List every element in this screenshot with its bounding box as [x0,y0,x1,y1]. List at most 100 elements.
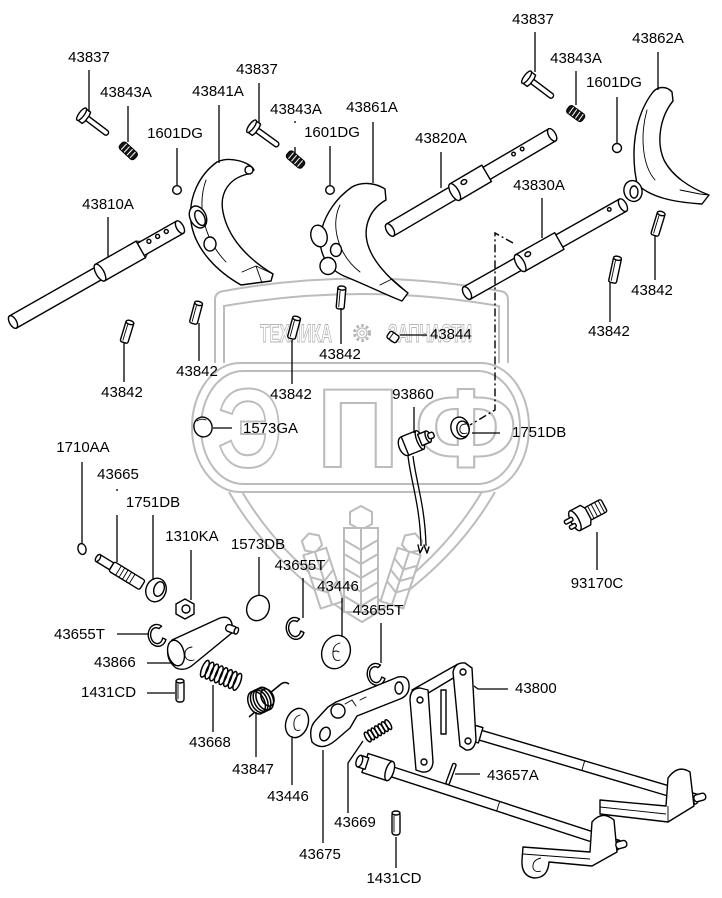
leader-lines [81,32,659,868]
part-number-callout[interactable]: 93860 [392,386,434,403]
interlock-part [386,330,400,344]
switch-part [563,499,608,532]
part-number-callout[interactable]: 93170C [571,575,624,592]
part-number-callout[interactable]: 1601DG [304,124,360,141]
detent-spring-part [118,141,138,161]
part-number-callout[interactable]: 43668 [189,734,231,751]
retaining-clip-part [366,662,386,687]
part-number-callout[interactable]: 1431CD [366,870,421,887]
washer-part [320,634,352,670]
part-number-callout[interactable]: 43842 [631,282,673,299]
leader-line [473,685,508,690]
shift-rail-part [384,127,558,237]
shift-fork-part [310,182,409,302]
part-number-callout[interactable]: 43862A [632,30,684,47]
wheat-stalk-right [379,532,424,610]
part-number-callout[interactable]: 43446 [267,788,309,805]
part-number-callout[interactable]: 43820A [415,130,467,147]
gear-icon [353,324,371,342]
part-number-callout[interactable]: 43830A [513,177,565,194]
lever-part [166,616,240,671]
part-number-callout[interactable]: 43655T [353,602,404,619]
part-number-callout[interactable]: 43843A [100,84,152,101]
ball-part [325,184,336,195]
detent-spring-part [566,105,586,123]
watermark-logo-letter: П [317,366,400,491]
watermark-shield-bottom-outline [228,491,496,624]
part-number-callout[interactable]: 43842 [588,323,630,340]
lock-plate-part [309,676,410,748]
part-number-callout[interactable]: 1431CD [81,684,136,701]
o-ring-part [77,542,87,556]
part-number-callout[interactable]: 1751DB [512,424,566,441]
pin-part [608,255,623,284]
part-number-callout[interactable]: 1573DB [231,536,285,553]
shift-lever-assembly-part [355,662,707,879]
part-number-callout[interactable]: 43669 [334,814,376,831]
part-number-callout[interactable]: 43843A [550,50,602,67]
leader-line [347,740,364,813]
part-number-callout[interactable]: 43665 [97,466,139,483]
dowel-pin-part [391,810,401,836]
watermark-brand-left: ТЕХНИКА [260,320,332,348]
shift-rail-part [461,198,629,301]
part-number-callout[interactable]: 43446 [317,578,359,595]
part-number-callout[interactable]: 43675 [299,846,341,863]
coil-spring-part [363,719,393,743]
gasket-part [450,416,470,440]
part-number-callout[interactable]: 1710AA [56,439,109,456]
bolt-part [245,119,280,148]
part-number-callouts: 43837 43843A 1601DG 43841A 43837 43843A … [54,11,684,887]
shift-fork-part [188,158,274,286]
part-number-callout[interactable]: 43843A [270,101,322,118]
part-number-callout[interactable]: 43844 [430,326,472,343]
part-number-callout[interactable]: 43655T [54,626,105,643]
part-number-callout[interactable]: 43847 [232,761,274,778]
watermark-wheat [300,504,424,613]
ball-part [171,184,182,195]
part-number-callout[interactable]: 1601DG [586,74,642,91]
plug-part [193,416,213,438]
part-number-callout[interactable]: 43842 [176,363,218,380]
part-number-callout[interactable]: 43657A [487,767,539,784]
part-number-callout[interactable]: 43842 [270,386,312,403]
pin-part [335,285,347,310]
pin-part [189,300,204,325]
part-number-callout[interactable]: 43837 [68,49,110,66]
part-number-callout[interactable]: 1310KA [165,528,218,545]
pin-part [650,210,666,237]
part-number-callout[interactable]: 43842 [319,346,361,363]
shift-fork-part [623,86,710,205]
part-number-callout[interactable]: 43861A [346,99,398,116]
part-number-callout[interactable]: 1573GA [243,420,298,437]
switch-part [397,429,435,554]
part-number-callout[interactable]: 43800 [515,680,557,697]
part-number-callout[interactable]: 43655T [275,557,326,574]
part-number-callout[interactable]: 43841A [192,83,244,100]
gasket-part [145,577,167,603]
bolt-part [75,107,110,136]
part-number-callout[interactable]: 43842 [101,384,143,401]
pivot-bolt-part [94,553,146,590]
wheat-stalk-left [300,532,345,610]
bolt-part [520,70,555,99]
part-number-callout[interactable]: 43837 [512,11,554,28]
washer-part [284,707,310,739]
part-number-callout[interactable]: 43866 [94,654,136,671]
alignment-line [469,231,514,426]
watermark: ТЕХНИКА ЗАПЧАСТИ Э П Ф [191,277,530,624]
nut-part [175,598,195,620]
part-number-callout[interactable]: 1601DG [147,125,203,142]
watermark-brand-right: ЗАПЧАСТИ [388,320,472,348]
part-number-callout[interactable]: 1751DB [126,494,180,511]
part-number-callout[interactable]: 43810A [82,196,134,213]
part-number-callout[interactable]: 43837 [236,61,278,78]
shift-rail-part [7,220,186,330]
dowel-pin-part [175,678,185,703]
wheat-stalk-center [343,504,379,613]
retaining-clip-part [147,623,167,648]
roll-pin-part [445,762,457,786]
watermark-shield-top-inner [223,293,500,363]
watermark-band-outline [191,362,530,493]
